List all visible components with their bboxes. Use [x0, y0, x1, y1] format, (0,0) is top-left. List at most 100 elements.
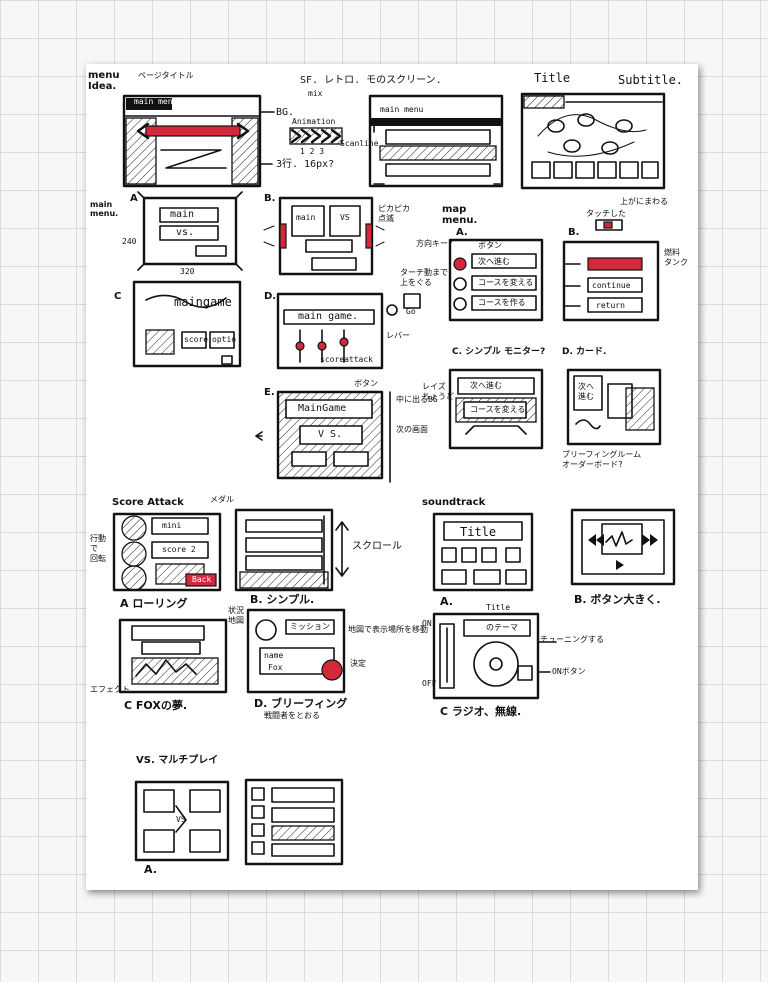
- map-a-btn2: コースを変える: [478, 278, 534, 287]
- score-d-top: 状況 地図: [228, 606, 244, 625]
- score-d-name1: name: [264, 651, 284, 660]
- title-label: Title: [534, 71, 571, 85]
- sketch-sound-a: [432, 512, 534, 592]
- sound-a-caption: A.: [440, 595, 453, 608]
- map-d-label: D. カード.: [562, 347, 607, 357]
- map-b-caption1: タッチした: [586, 209, 626, 218]
- vs-label: VS: [176, 815, 186, 824]
- score-c-caption: C FOXの夢.: [124, 699, 188, 712]
- score-b-caption: B. シンプル.: [250, 593, 315, 606]
- score-d-right: 地図で表示場所を移動: [348, 625, 428, 634]
- sketch-sound-b: [570, 508, 676, 586]
- sound-c-caption: C ラジオ、無線.: [440, 705, 522, 718]
- medal-label: メダル: [210, 495, 234, 504]
- score-side-note: 行動 で 回転: [90, 534, 106, 563]
- section-vs-multi: VS. マルチプレイ: [136, 755, 219, 766]
- section-sf-retro: SF. レトロ. モのスクリーン.: [300, 75, 442, 86]
- three-lines-label: 3行. 16px?: [276, 159, 335, 170]
- main-a-label: A: [130, 193, 138, 204]
- dim-320-label: 320: [180, 267, 195, 276]
- mix-label: mix: [308, 89, 323, 98]
- main-d-go: Go: [406, 307, 416, 316]
- sound-c-theme: のテーマ: [486, 623, 518, 632]
- sketch-drawing: [112, 92, 676, 866]
- sound-c-on: ON: [422, 619, 432, 628]
- map-d-note: ブリーフィングルーム オーダーボード?: [562, 450, 642, 469]
- main-d-lever: レバー: [386, 331, 410, 340]
- map-c-caption: レイズ ちょうど: [422, 382, 454, 401]
- main-b-caption: ピカピカ 点滅: [378, 204, 410, 223]
- vs-a-caption: A.: [144, 863, 157, 876]
- main-e-vs: V S.: [318, 429, 343, 440]
- sketch-main-menu-d: [276, 292, 421, 370]
- score-a-caption: A ローリング: [120, 597, 188, 610]
- sketch-vs-a: [134, 780, 230, 862]
- sketch-sf-retro-screen: [368, 94, 504, 188]
- subtitle-label: Subtitle.: [618, 73, 684, 87]
- score-d-sub: 戦闘者をとおる: [264, 711, 320, 720]
- main-e-button: ボタン: [354, 379, 378, 388]
- map-a-caption: 方向キー?: [416, 239, 453, 248]
- score-c-note: エフェクト: [90, 685, 130, 694]
- map-a-btn3: コースを作る: [478, 298, 526, 307]
- page-title-label: ページタイトル: [138, 71, 194, 80]
- score-d-caption: D. ブリーフィング: [254, 697, 348, 710]
- main-d-drag: ターチ動まで 上をぐる: [400, 268, 448, 287]
- animation-label: Animation: [292, 117, 336, 126]
- section-map-menu: map menu.: [442, 204, 478, 226]
- map-a-btn1: 次へ進む: [478, 257, 510, 266]
- sketch-sound-c: [432, 612, 557, 700]
- sound-c-off: OFF: [422, 679, 437, 688]
- main-c-score: score: [184, 335, 209, 344]
- score-item1: mini: [162, 521, 182, 530]
- scroll-label: スクロール: [352, 541, 402, 552]
- sketch-main-menu-a: [137, 191, 243, 271]
- score-d-name2: Fox: [268, 663, 283, 672]
- section-score-attack: Score Attack: [112, 497, 184, 508]
- sound-a-title: Title: [460, 525, 497, 539]
- sketch-vs-b: [244, 778, 344, 866]
- map-a-label: A.: [456, 227, 468, 238]
- main-c-title: maingame: [174, 295, 232, 309]
- map-d-card: 次へ 進む: [578, 382, 594, 401]
- main-c-label: C: [114, 291, 122, 302]
- sound-b-caption: B. ボタン大きく.: [574, 593, 661, 606]
- map-c-label: C. シンプル モニター?: [452, 347, 546, 357]
- sound-c-tune: チューニングする: [540, 635, 604, 644]
- map-b-fuel: 燃料 タンク: [664, 248, 688, 267]
- main-d-label: D.: [264, 291, 277, 302]
- score-d-mission: ミッション: [290, 622, 330, 631]
- main-menu-label: main menu: [134, 97, 178, 106]
- map-b-caption2: 上がにまわる: [620, 197, 668, 206]
- sketch-main-menu-layout: [122, 94, 275, 188]
- sketch-main-menu-b: [263, 196, 385, 276]
- sketch-score-b: [234, 508, 349, 592]
- sketch-main-menu-e: [255, 390, 391, 483]
- main-c-option: optio: [212, 335, 237, 344]
- sketch-paper: menu Idea. ページタイトル main menu BG. Animati…: [86, 64, 698, 890]
- main-e-next: 次の画面: [396, 425, 428, 434]
- sound-c-power: ONボタン: [552, 667, 586, 676]
- sketch-map-menu-a: [448, 238, 544, 322]
- main-e-bg: 中に出るBG: [396, 395, 438, 404]
- main-b-label: B.: [264, 193, 276, 204]
- score-back: Back: [192, 575, 212, 584]
- sketch-map-menu-d: [566, 368, 662, 446]
- map-b-label: B.: [568, 227, 580, 238]
- main-e-main: MainGame: [298, 403, 347, 414]
- map-c-btn2: コースを変える: [470, 405, 526, 414]
- map-b-btn2: continue: [592, 281, 631, 290]
- dim-240-label: 240: [122, 237, 137, 246]
- anim-steps-label: 1 2 3: [300, 147, 325, 156]
- main-a-main: main: [170, 209, 195, 220]
- section-menu-idea: menu Idea.: [88, 70, 120, 92]
- section-main-menu: main menu.: [90, 200, 119, 218]
- sketch-map-menu-b: [562, 219, 660, 322]
- main-b-main: main: [296, 213, 316, 222]
- map-c-btn1: 次へ進む: [470, 381, 502, 390]
- main-b-vs: VS: [340, 213, 350, 222]
- score-d-decide: 決定: [350, 659, 366, 668]
- section-soundtrack: soundtrack: [422, 497, 486, 508]
- bg-label: BG.: [276, 107, 295, 118]
- sketch-animation-arrows: [289, 127, 343, 145]
